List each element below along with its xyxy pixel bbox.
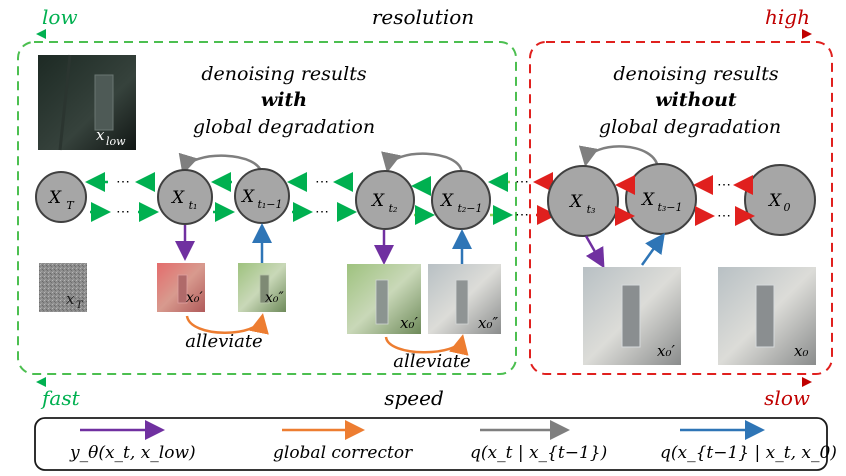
legend-box xyxy=(34,417,828,471)
red-arrows: ⋯ ⋯ xyxy=(615,175,755,226)
svg-text:t₃−1: t₃−1 xyxy=(657,201,682,214)
resolution-axis-left-arrowhead xyxy=(36,29,46,39)
image-x0-prime-right: x₀′ xyxy=(583,267,681,365)
svg-text:x₀: x₀ xyxy=(794,342,808,360)
svg-text:⋯: ⋯ xyxy=(717,177,731,193)
svg-text:X: X xyxy=(47,188,62,208)
svg-text:t₂: t₂ xyxy=(389,202,398,215)
speed-axis-left-arrowhead xyxy=(36,377,46,387)
image-x0-prime-red: x₀′ xyxy=(157,263,205,312)
image-x0-prime-2: x₀′ xyxy=(347,264,421,334)
svg-text:t₃: t₃ xyxy=(587,203,596,216)
svg-text:⋯: ⋯ xyxy=(116,204,130,220)
right-title-line3: global degradation xyxy=(599,116,781,138)
footer-speed-label: speed xyxy=(384,386,444,410)
header-resolution-label: resolution xyxy=(372,5,474,29)
svg-text:q(x_{t−1} | x_t, x_0): q(x_{t−1} | x_t, x_0) xyxy=(660,443,837,463)
svg-text:x₀″: x₀″ xyxy=(478,314,498,332)
blue-arrow-3 xyxy=(640,232,665,266)
svg-text:T: T xyxy=(66,199,75,212)
svg-text:x₀′: x₀′ xyxy=(400,314,418,332)
right-panel-border xyxy=(529,41,833,375)
svg-text:x: x xyxy=(66,290,75,308)
svg-text:x₀′: x₀′ xyxy=(186,290,204,306)
right-title-line1: denoising results xyxy=(613,63,778,85)
alleviate-label-1: alleviate xyxy=(185,331,262,352)
left-title-line3: global degradation xyxy=(193,116,375,138)
footer-slow-label: slow xyxy=(764,386,810,410)
node-x-0: X 0 xyxy=(744,164,816,236)
orange-corrector-arrow-2 xyxy=(384,334,469,356)
image-x0-double-prime-2: x₀″ xyxy=(428,264,501,334)
svg-text:t₂−1: t₂−1 xyxy=(457,202,482,215)
svg-text:X: X xyxy=(240,187,255,207)
svg-text:⋯: ⋯ xyxy=(515,174,529,190)
svg-text:X: X xyxy=(767,191,782,211)
x-low-label: x xyxy=(96,126,105,144)
left-panel-border xyxy=(17,41,517,375)
svg-text:⋯: ⋯ xyxy=(116,174,130,190)
x-T-image: x T xyxy=(39,263,87,312)
svg-text:T: T xyxy=(76,300,84,311)
purple-arrow-3 xyxy=(584,235,605,269)
svg-text:y_θ(x_t, x_low): y_θ(x_t, x_low) xyxy=(69,443,196,463)
resolution-axis-right-arrowhead xyxy=(802,29,812,39)
node-x-t1: X t₁ xyxy=(157,169,213,225)
svg-text:X: X xyxy=(170,188,185,208)
green-arrows: ⋯ ⋯ ⋯ ⋯ xyxy=(85,172,435,225)
svg-text:⋯: ⋯ xyxy=(315,174,329,190)
alleviate-label-2: alleviate xyxy=(393,351,470,372)
svg-text:global corrector: global corrector xyxy=(273,443,413,463)
svg-text:t₁−1: t₁−1 xyxy=(257,198,282,211)
svg-text:⋯: ⋯ xyxy=(717,208,731,224)
svg-text:t₁: t₁ xyxy=(189,199,198,212)
header-low-label: low xyxy=(42,5,78,29)
svg-text:X: X xyxy=(568,192,583,212)
x-low-image: x low xyxy=(38,54,136,151)
gray-loop-arrow-3 xyxy=(578,145,660,171)
image-x0-double-prime-green: x₀″ xyxy=(238,263,286,312)
svg-text:0: 0 xyxy=(784,201,791,214)
svg-text:q(x_t | x_{t−1}): q(x_t | x_{t−1}) xyxy=(470,443,607,463)
node-x-t2-minus-1: X t₂−1 xyxy=(431,170,491,230)
legend-item-orange: global corrector xyxy=(273,420,413,463)
svg-text:⋯: ⋯ xyxy=(315,204,329,220)
legend-item-gray: q(x_t | x_{t−1}) xyxy=(470,420,607,463)
node-x-t3: X t₃ xyxy=(547,165,619,237)
orange-corrector-arrow-1 xyxy=(185,313,269,335)
speed-axis-right-arrowhead xyxy=(802,377,812,387)
gray-loop-arrow-2 xyxy=(381,151,464,175)
svg-text:x₀″: x₀″ xyxy=(265,290,285,306)
node-x-t3-minus-1: X t₃−1 xyxy=(625,163,697,235)
svg-text:x₀′: x₀′ xyxy=(657,342,675,360)
svg-text:X: X xyxy=(439,191,454,211)
header-high-label: high xyxy=(765,5,810,29)
node-x-t2: X t₂ xyxy=(355,170,415,230)
svg-text:⋯: ⋯ xyxy=(515,207,529,223)
left-title-line1: denoising results xyxy=(201,63,366,85)
node-x-t1-minus-1: X t₁−1 xyxy=(234,168,290,224)
x-low-subscript: low xyxy=(106,135,126,148)
left-title-line2: with xyxy=(261,89,307,111)
cross-panel-arrows: ⋯ ⋯ xyxy=(488,172,557,225)
right-title-line2: without xyxy=(655,89,737,111)
svg-text:X: X xyxy=(640,190,655,210)
legend-item-blue: q(x_{t−1} | x_t, x_0) xyxy=(660,420,837,463)
footer-fast-label: fast xyxy=(40,386,81,410)
node-x-T: X T xyxy=(35,171,87,223)
legend-item-purple: y_θ(x_t, x_low) xyxy=(69,420,196,463)
svg-text:X: X xyxy=(370,191,385,211)
image-x0-right: x₀ xyxy=(718,267,816,365)
